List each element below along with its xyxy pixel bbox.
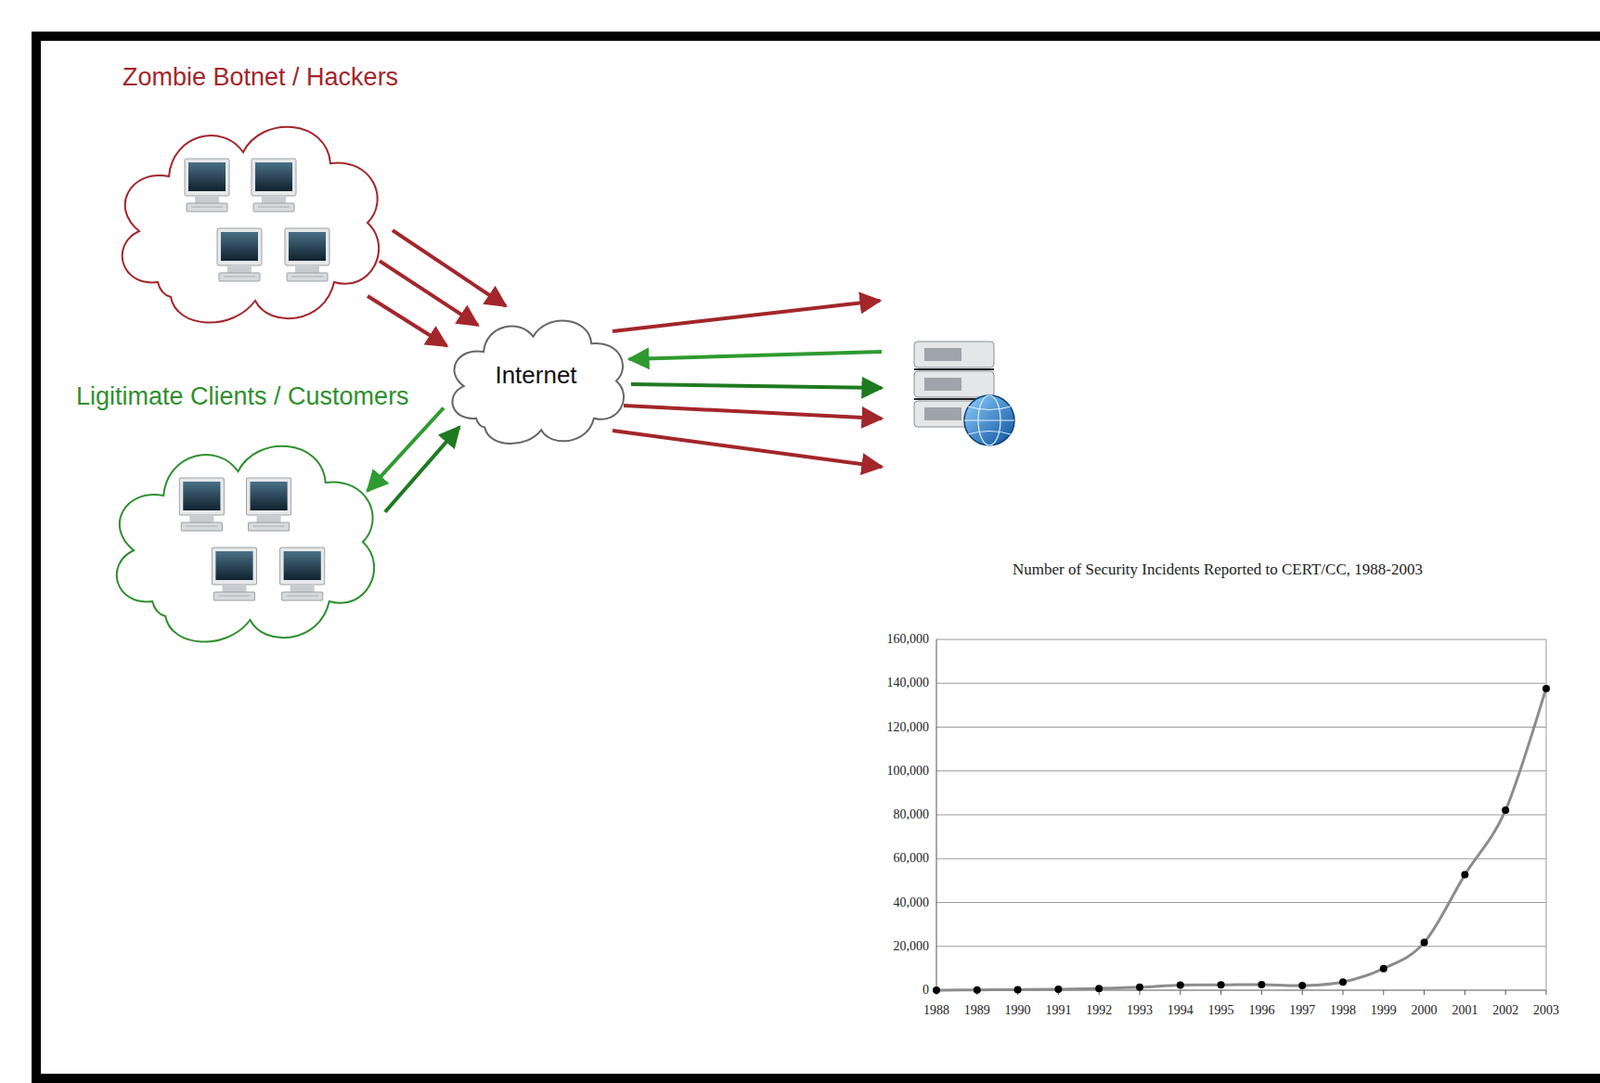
group-heading: Ligitimate Clients / Customers <box>76 380 410 413</box>
cloud-outline <box>96 415 388 651</box>
arrow-connector <box>385 426 460 513</box>
x-axis-tick: 1997 <box>1289 1003 1316 1019</box>
client-group: Ligitimate Clients / Customers <box>76 380 410 651</box>
x-axis-tick: 2000 <box>1411 1003 1438 1019</box>
cloud-outline <box>102 96 393 332</box>
y-axis-tick: 100,000 <box>887 763 930 779</box>
y-axis-tick: 60,000 <box>893 851 930 866</box>
arrow-connector <box>392 230 506 307</box>
arrow-connector <box>367 407 444 491</box>
y-axis-tick: 80,000 <box>893 807 930 823</box>
frame-bottom <box>31 1073 1600 1083</box>
x-axis-tick: 1991 <box>1045 1003 1071 1019</box>
x-axis-tick: 1990 <box>1005 1003 1032 1019</box>
y-axis-tick: 140,000 <box>887 675 930 691</box>
cloud-label: Internet <box>494 361 577 390</box>
chart-title: Number of Security Incidents Reported to… <box>1012 560 1423 580</box>
cloud-shape <box>96 415 388 651</box>
server-icon <box>914 341 1015 446</box>
x-axis-tick: 1998 <box>1329 1003 1356 1019</box>
y-axis-tick: 120,000 <box>887 720 930 736</box>
x-axis-tick: 1999 <box>1370 1003 1397 1019</box>
frame-left <box>31 31 41 1083</box>
y-axis-tick: 0 <box>922 982 930 998</box>
x-axis-tick: 2001 <box>1451 1003 1478 1019</box>
cloud-shape <box>102 96 393 332</box>
internet-cloud: Internet <box>438 301 633 450</box>
y-axis-tick: 160,000 <box>887 632 930 647</box>
group-heading: Zombie Botnet / Hackers <box>102 61 399 93</box>
x-axis-tick: 1989 <box>964 1003 991 1019</box>
y-axis-tick: 20,000 <box>893 939 930 955</box>
x-axis-tick: 1996 <box>1248 1003 1275 1019</box>
x-axis-tick: 1992 <box>1085 1003 1112 1019</box>
frame-top <box>31 31 1600 41</box>
y-axis-tick: 40,000 <box>893 895 930 911</box>
x-axis-tick: 1995 <box>1208 1003 1235 1019</box>
x-axis-tick: 1988 <box>923 1003 950 1019</box>
client-group: Zombie Botnet / Hackers <box>102 61 399 332</box>
x-axis-tick: 2003 <box>1533 1003 1560 1019</box>
x-axis-tick: 1993 <box>1126 1003 1153 1019</box>
line-chart <box>932 639 1550 995</box>
x-axis-tick: 1994 <box>1167 1003 1194 1019</box>
arrow-connector <box>367 296 447 347</box>
arrow-connector <box>379 260 478 325</box>
x-axis-tick: 2002 <box>1492 1003 1519 1019</box>
